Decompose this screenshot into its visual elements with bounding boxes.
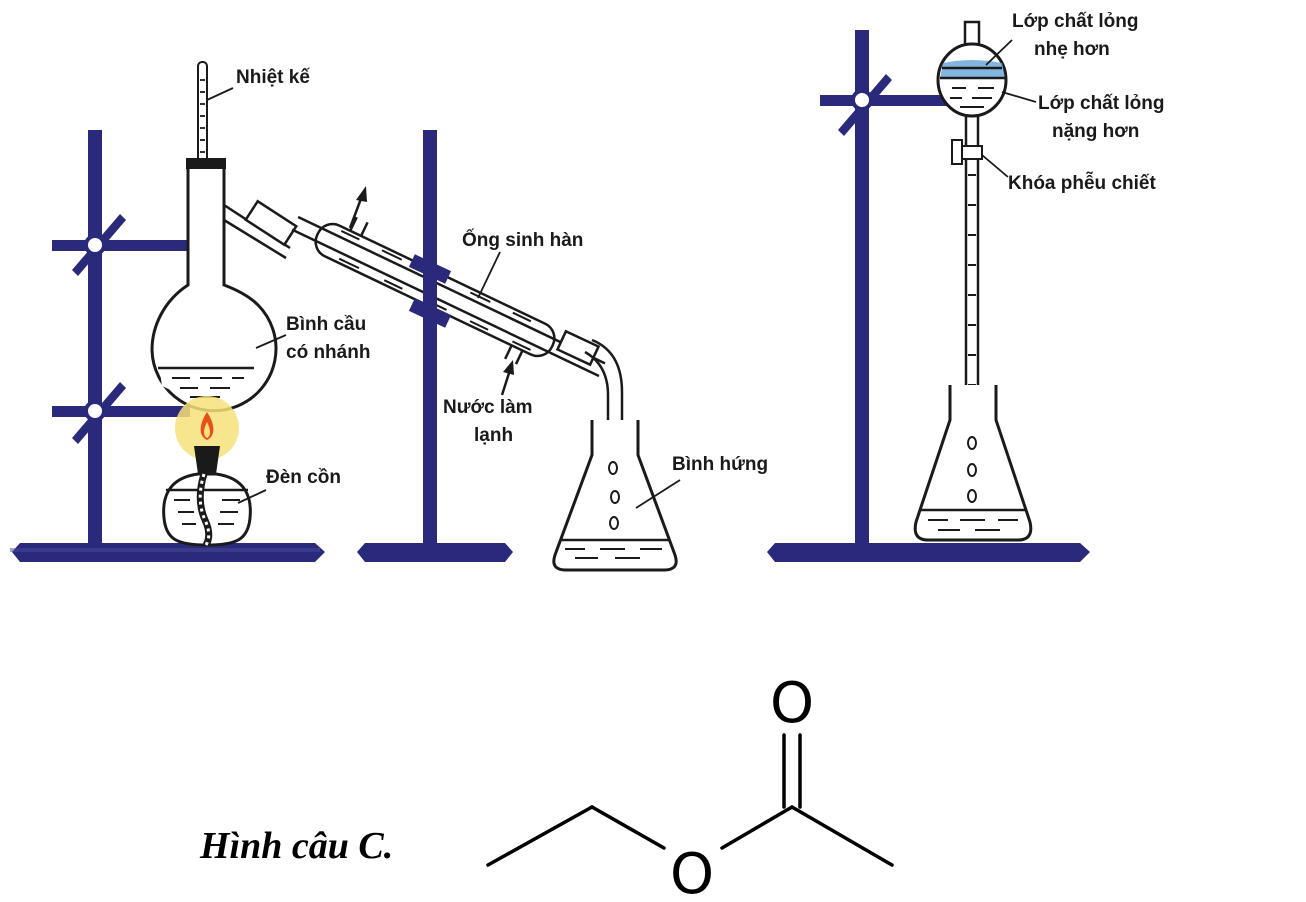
flask-leader — [255, 334, 287, 349]
condenser — [291, 186, 606, 396]
condenser-leader — [477, 251, 501, 299]
cold-water-label-line1: Nước làm — [443, 397, 533, 418]
figure-caption: Hình câu C. — [199, 825, 393, 867]
skeletal-formula — [486, 733, 894, 867]
flask-label-line2: có nhánh — [286, 342, 370, 363]
thermometer-label: Nhiệt kế — [236, 67, 310, 88]
thermometer-leader — [206, 87, 234, 101]
carbonyl-oxygen-atom: O — [770, 671, 814, 736]
heavy-layer-label-line2: nặng hơn — [1052, 121, 1139, 142]
distillation-flask — [150, 158, 299, 413]
alcohol-burner — [162, 396, 252, 547]
heavy-layer-label-line1: Lớp chất lỏng — [1038, 93, 1164, 114]
stopcock-label: Khóa phễu chiết — [1008, 172, 1156, 194]
heavy-layer-leader — [1001, 91, 1037, 103]
left-retort-stand — [10, 130, 325, 562]
burner-leader — [237, 489, 267, 504]
right-retort-stand — [767, 30, 1090, 562]
light-layer-label-line2: nhẹ hơn — [1034, 39, 1110, 60]
stopcock-leader — [981, 154, 1009, 178]
middle-retort-stand — [357, 130, 513, 562]
condenser-label: Ống sinh hàn — [462, 229, 583, 251]
separatory-funnel-apparatus: Lớp chất lỏng nhẹ hơn Lớp chất lỏng nặng… — [767, 11, 1164, 562]
distillation-apparatus: Nhiệt kế Ống sinh hàn Bình cầu có nhánh … — [10, 61, 768, 572]
receiver-leader — [635, 479, 681, 509]
cold-water-label-line2: lạnh — [474, 425, 513, 446]
adapter-tube — [584, 338, 624, 455]
flask-label-line1: Bình cầu — [286, 314, 366, 335]
receiving-flask — [552, 420, 678, 572]
collecting-flask — [913, 385, 1033, 542]
separatory-funnel — [936, 20, 1008, 430]
light-layer-leader — [985, 39, 1013, 66]
ester-oxygen-atom: O — [670, 842, 714, 902]
light-layer-label-line1: Lớp chất lỏng — [1012, 11, 1138, 32]
burner-label: Đèn cồn — [266, 467, 341, 488]
receiver-label: Bình hứng — [672, 454, 768, 475]
